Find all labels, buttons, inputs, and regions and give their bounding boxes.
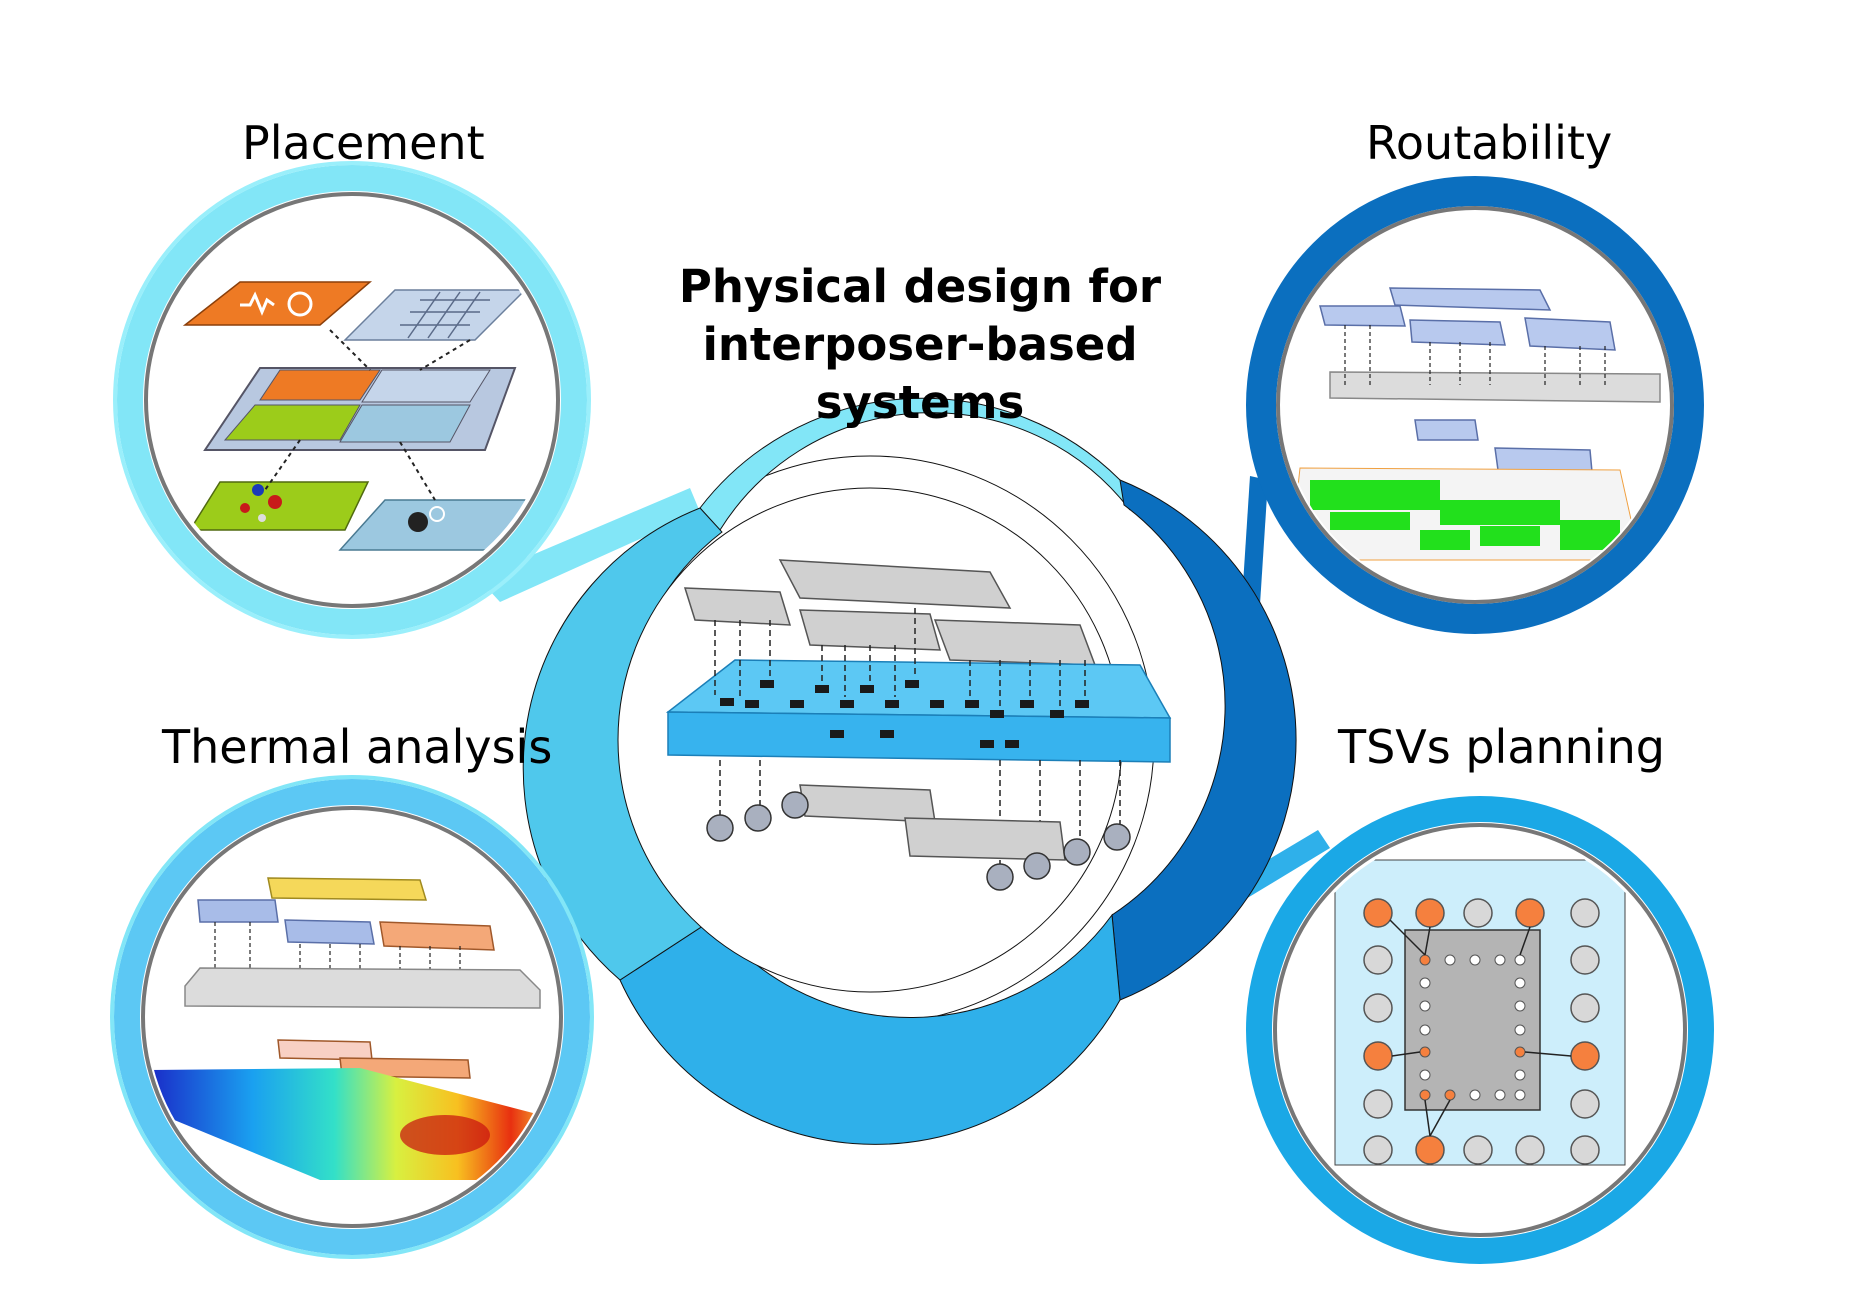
die — [798, 609, 941, 651]
compute-die — [182, 281, 373, 326]
placement-circle — [113, 161, 591, 639]
label-tsvs-planning: TSVs planning — [1338, 720, 1665, 774]
page-title: Physical design for interposer-based sys… — [610, 258, 1230, 432]
title-line-1: Physical design for — [678, 260, 1162, 313]
die — [683, 587, 792, 626]
ring-segment-bottom — [619, 913, 1121, 1145]
connector-placement — [478, 488, 700, 602]
tsv-wires — [1389, 919, 1572, 1137]
die-pads — [1419, 954, 1526, 1101]
routability-circle — [1246, 176, 1704, 634]
interposer-top — [665, 659, 1172, 719]
die — [778, 559, 1012, 609]
gears-icon — [408, 506, 445, 532]
waveform-icon — [240, 291, 275, 316]
tsv-circle — [1246, 796, 1714, 1264]
gauge-icon — [287, 291, 313, 317]
label-placement: Placement — [242, 116, 485, 170]
bottom-die — [799, 784, 936, 823]
bottom-die — [904, 817, 1066, 861]
label-thermal-analysis: Thermal analysis — [162, 720, 553, 774]
tsv-grid — [1363, 898, 1600, 1165]
solder-balls — [706, 791, 1131, 891]
center-stack — [665, 559, 1172, 891]
thermal-circle — [110, 775, 594, 1259]
molecule-icon — [240, 484, 282, 522]
label-routability: Routability — [1366, 116, 1613, 170]
title-line-2: interposer-based systems — [702, 318, 1138, 429]
die — [933, 619, 1097, 666]
ring-segment-right — [1111, 479, 1297, 1001]
memory-die — [343, 289, 527, 341]
interposer-front — [667, 711, 1171, 763]
microbump-pads — [720, 680, 1089, 748]
